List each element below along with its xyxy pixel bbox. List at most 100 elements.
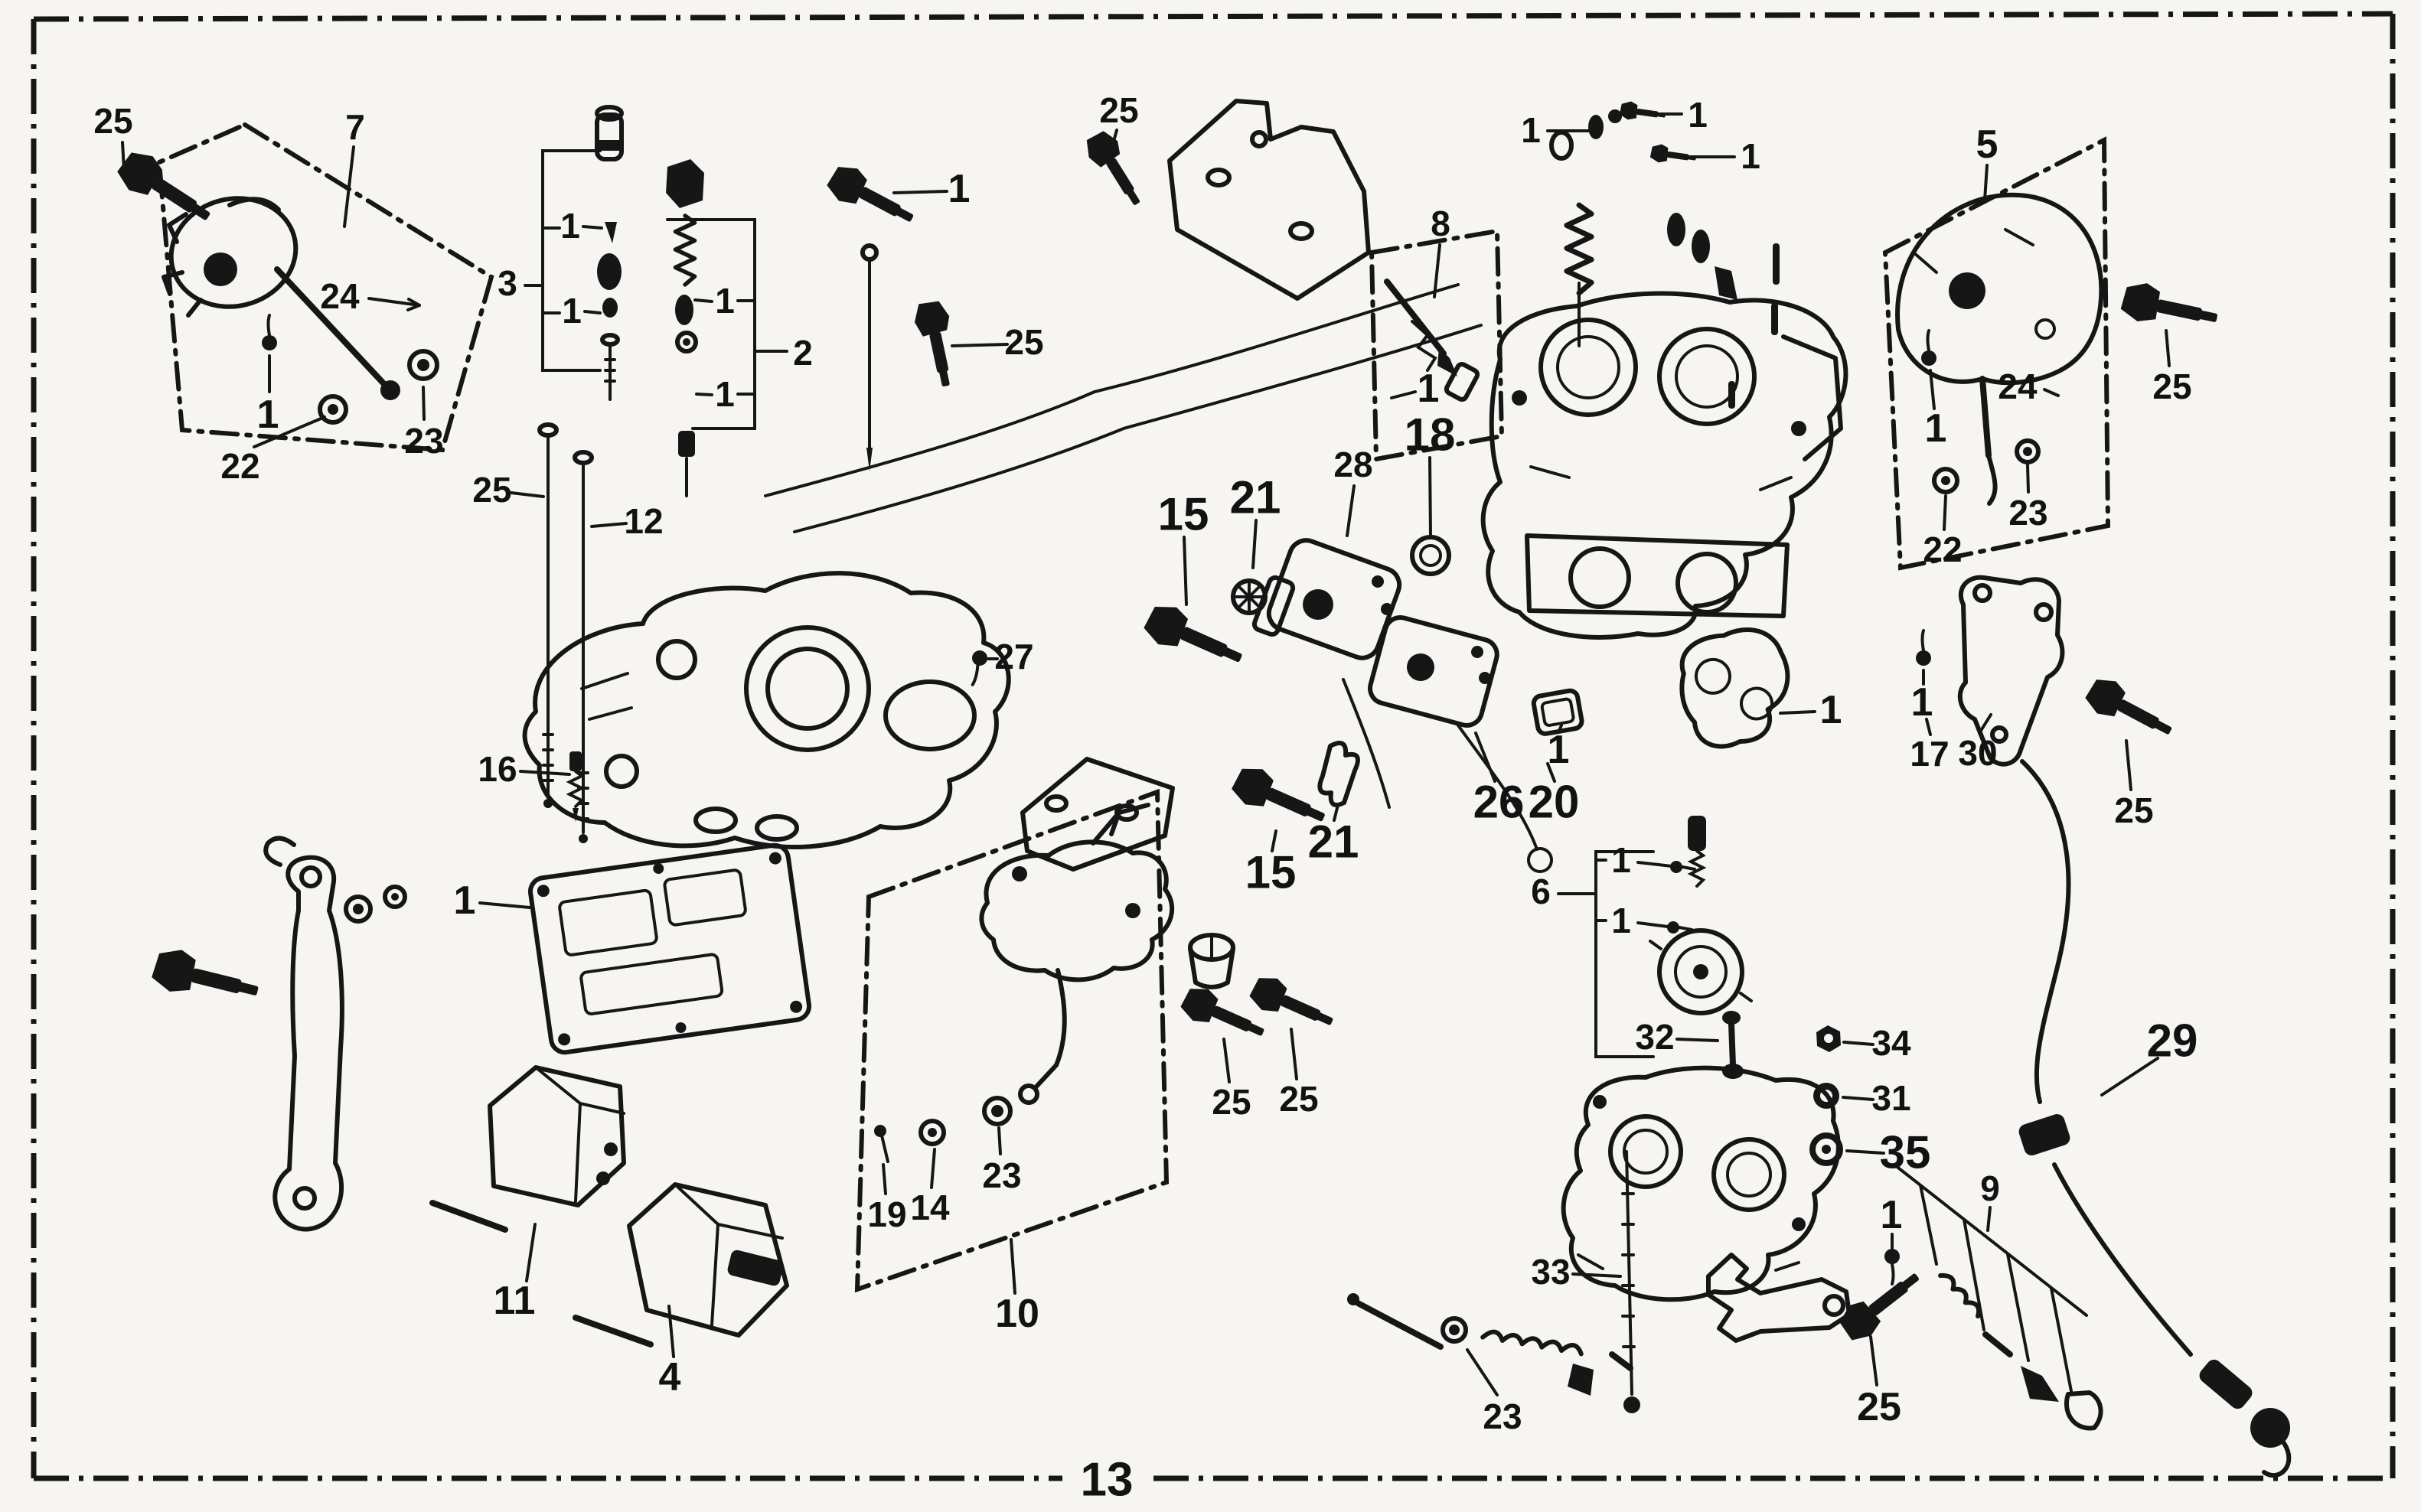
leader-line-25 [1111, 129, 1118, 148]
callout-20: 20 [1529, 777, 1580, 828]
callout-3: 3 [498, 263, 517, 303]
leader-line-12 [590, 522, 628, 528]
callout-31: 31 [1871, 1078, 1910, 1118]
leader-line-20 [1546, 762, 1556, 783]
callout-1: 1 [257, 393, 279, 437]
leader-line-26 [1474, 732, 1496, 783]
washer-23-link [1441, 1316, 1468, 1344]
carburetor-insulator-body [522, 571, 1011, 849]
callout-25: 25 [1099, 90, 1138, 130]
leader-line-16 [519, 770, 571, 776]
float-needle-valve [1384, 279, 1480, 402]
callout-24: 24 [1998, 367, 2038, 406]
leader-line-1 [693, 298, 713, 303]
leader-line-1 [695, 393, 713, 396]
throttle-stop-screw-33 [1621, 1150, 1640, 1413]
throttle-body [1561, 1065, 1841, 1302]
callout-23: 23 [2008, 493, 2047, 533]
leader-line-1 [1929, 369, 1936, 410]
callout-25: 25 [1857, 1385, 1901, 1429]
callout-2: 2 [793, 333, 813, 373]
leader-line-11 [525, 1223, 537, 1282]
secondary-diaphragm-unit [1895, 192, 2104, 506]
stay-bracket-upper [1167, 99, 1371, 301]
leader-line-31 [1842, 1096, 1874, 1101]
leader-line-25 [2125, 739, 2132, 791]
leader-line-25 [2165, 329, 2171, 367]
callout-33: 33 [1531, 1252, 1570, 1292]
group-box-8 [1369, 228, 1505, 462]
idle-screw-16 [566, 751, 586, 822]
float-chamber-gasket [1679, 627, 1790, 749]
callout-1: 1 [1611, 840, 1631, 880]
leader-line-1 [1390, 390, 1417, 399]
callout-23: 23 [982, 1155, 1021, 1195]
leader-line-25 [510, 491, 545, 498]
mount-screw-a [537, 422, 559, 808]
callout-29: 29 [2147, 1015, 2198, 1067]
callout-25: 25 [472, 470, 511, 510]
diagram-border [31, 11, 2396, 1481]
leader-line-19 [882, 1163, 887, 1195]
float-rod [860, 243, 879, 471]
tiny-pin [1609, 1351, 1633, 1371]
leader-line-15 [1271, 829, 1277, 852]
leader-line-4 [667, 1305, 675, 1358]
callout-35: 35 [1880, 1127, 1931, 1178]
callout-1: 1 [454, 878, 476, 923]
leader-line-1 [583, 310, 602, 314]
jet-set-group-2 [666, 159, 704, 497]
leader-line-35 [1845, 1149, 1885, 1155]
callout-28: 28 [1333, 445, 1372, 484]
leader-line-25 [1290, 1028, 1298, 1080]
callout-9: 9 [1980, 1168, 2000, 1208]
power-valve-set [1649, 816, 1753, 1015]
callout-23: 23 [404, 421, 443, 461]
callout-12: 12 [624, 501, 663, 541]
leader-line-34 [1842, 1041, 1874, 1046]
leader-line-1 [1636, 921, 1669, 928]
leader-line-23 [997, 1126, 1002, 1155]
pump-cover [979, 803, 1174, 1105]
callout-1: 1 [1881, 1193, 1903, 1237]
callout-1: 1 [1611, 901, 1631, 940]
callout-22: 22 [1923, 530, 1962, 569]
callout-25: 25 [1279, 1079, 1318, 1119]
callout-34: 34 [1871, 1023, 1911, 1063]
leader-line-23 [422, 386, 426, 421]
callout-4: 4 [659, 1355, 681, 1400]
callout-21: 21 [1308, 816, 1359, 868]
callout-1: 1 [1418, 367, 1440, 411]
callout-1: 1 [715, 374, 735, 414]
leader-line-29 [2100, 1057, 2159, 1097]
callout-5: 5 [1976, 122, 1998, 167]
throttle-arm-30 [1957, 575, 2065, 767]
bracket-group-2 [666, 218, 756, 430]
carburetor-main-body [1480, 291, 1848, 640]
carburetor-studs-and-jets [1567, 205, 1780, 409]
callout-1: 1 [562, 291, 582, 331]
callout-25: 25 [1004, 322, 1043, 362]
leader-line-7 [343, 145, 355, 228]
leader-line-18 [1428, 456, 1432, 537]
callout-1: 1 [1911, 680, 1933, 725]
nut-34 [1816, 1025, 1841, 1052]
callout-6: 6 [1531, 872, 1551, 911]
callout-21: 21 [1230, 472, 1281, 523]
callout-1: 1 [1925, 406, 1947, 451]
washer-23 [407, 349, 439, 381]
callout-27: 27 [994, 637, 1033, 676]
pump-roller-14 [918, 1119, 946, 1146]
callout-8: 8 [1431, 204, 1450, 243]
callout-25: 25 [2114, 790, 2153, 830]
leader-line-15 [1183, 536, 1188, 606]
washer-pair-left [344, 885, 407, 924]
leader-line-22 [253, 415, 326, 448]
leader-line-30 [1978, 713, 1992, 735]
bracket-group-9 [1894, 1164, 2088, 1393]
leader-line-1 [1557, 724, 1563, 734]
leader-line-22 [1943, 494, 1947, 531]
